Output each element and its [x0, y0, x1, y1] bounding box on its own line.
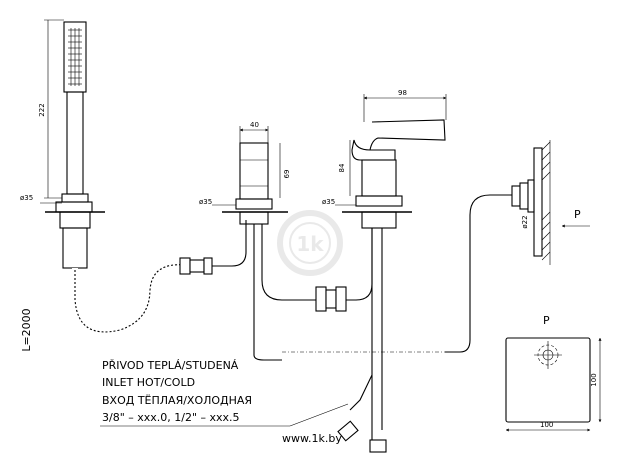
dim-valve-dia: ø35 [199, 198, 212, 206]
dim-hand-shower-dia: ø35 [20, 194, 33, 202]
inlet-note-line4: 3/8" – xxx.0, 1/2" – xxx.5 [102, 411, 240, 424]
dim-hand-shower-length: 222 [38, 103, 46, 116]
inlet-note-line3: ВХОД ТЁПЛАЯ/ХОЛОДНАЯ [102, 394, 252, 407]
connecting-pipe [253, 228, 383, 445]
mixer [342, 119, 446, 229]
inlet-note: PŘIVOD TEPLÁ/STUDENÁ INLET HOT/COLD ВХОД… [100, 359, 349, 427]
dim-diverter-dia: ø22 [521, 215, 529, 228]
hand-shower [45, 21, 105, 269]
watermark-logo-text: 1k [296, 232, 324, 256]
watermark-text: www.1k.by [282, 432, 342, 445]
dim-mixer-height: 84 [338, 163, 346, 172]
wall-outlet [445, 140, 551, 353]
dim-valve-width: 40 [250, 121, 259, 129]
inlet-note-line1: PŘIVOD TEPLÁ/STUDENÁ [102, 359, 239, 372]
diverter-valve [222, 142, 288, 355]
dim-valve-height: 69 [283, 170, 291, 179]
dim-plate-height: 100 [590, 373, 598, 386]
view-arrow-label: P [574, 208, 581, 221]
view-p-plate [505, 337, 591, 423]
dim-hose-length: L=2000 [20, 308, 33, 351]
dim-mixer-length: 98 [398, 89, 407, 97]
shower-hose [72, 220, 247, 335]
watermark-logo: 1k [277, 210, 343, 276]
dim-mixer-dia: ø35 [322, 198, 335, 206]
view-title: P [543, 314, 550, 327]
inlet-note-line2: INLET HOT/COLD [102, 376, 195, 389]
inlet-hoses [337, 374, 387, 453]
dim-plate-width: 100 [540, 421, 553, 429]
